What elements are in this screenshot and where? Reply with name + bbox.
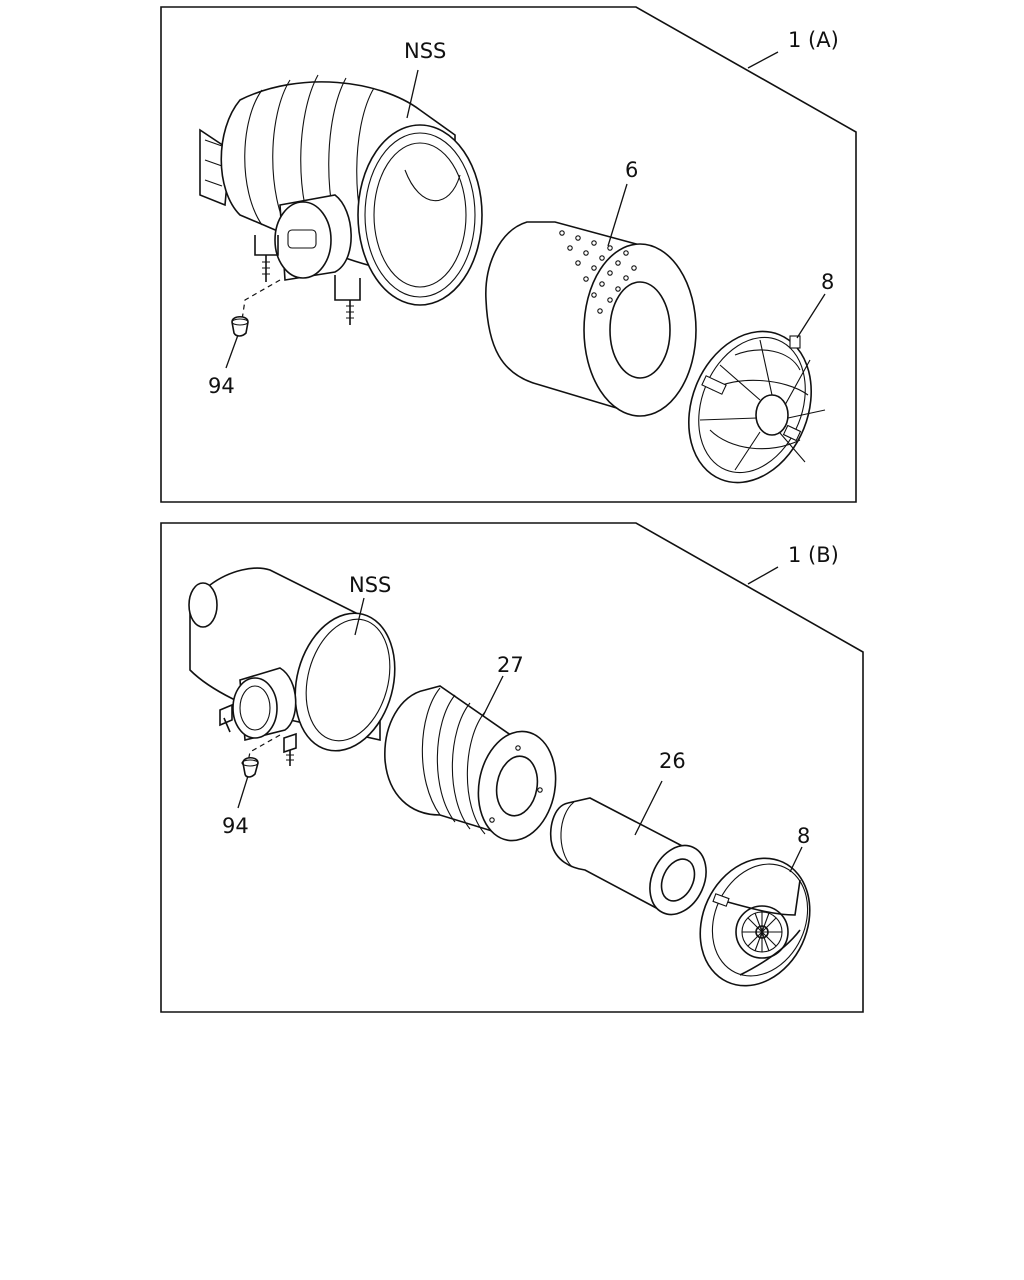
label-cover-a: 8 xyxy=(821,270,834,294)
label-valve-b: 94 xyxy=(222,814,249,838)
label-housing-b: NSS xyxy=(349,573,391,597)
label-cover-b: 8 xyxy=(797,824,810,848)
panel-a: 1 (A) xyxy=(160,6,857,503)
label-inner-element-b: 26 xyxy=(659,749,686,773)
dust-valve-a xyxy=(231,315,249,337)
filter-element-a xyxy=(485,221,697,417)
panel-b-frame xyxy=(160,522,864,1013)
air-cleaner-housing-b xyxy=(188,567,396,766)
label-housing-a: NSS xyxy=(404,39,446,63)
panel-a-frame xyxy=(160,6,857,503)
label-valve-a: 94 xyxy=(208,374,235,398)
dust-valve-b xyxy=(241,756,259,778)
cleaner-cover-b xyxy=(699,857,811,987)
panel-a-title: 1 (A) xyxy=(788,28,839,52)
cleaner-cover-a xyxy=(687,330,826,484)
label-element-a: 6 xyxy=(625,158,638,182)
panel-b-title: 1 (B) xyxy=(788,543,839,567)
air-cleaner-housing-a xyxy=(199,74,483,325)
panel-b: 1 (B) NSS 94 xyxy=(160,522,864,1013)
label-outer-element-b: 27 xyxy=(497,653,524,677)
inner-filter-element-b xyxy=(549,797,707,916)
outer-filter-element-b xyxy=(384,685,557,842)
